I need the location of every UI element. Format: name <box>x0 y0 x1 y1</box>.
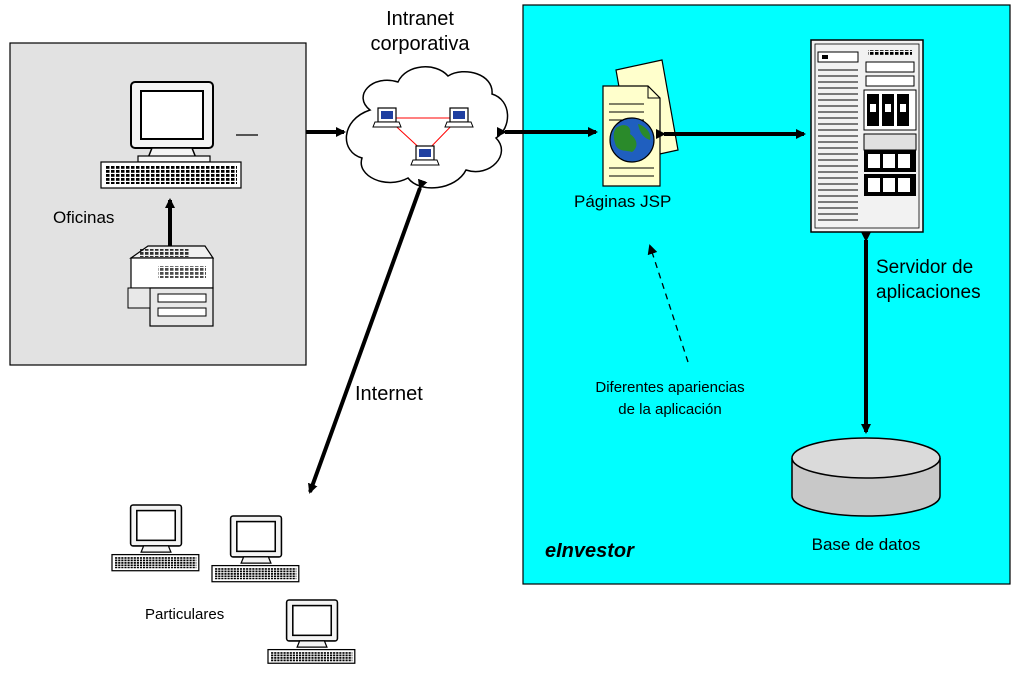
server-icon <box>810 39 924 233</box>
paginas-jsp-label: Páginas JSP <box>574 192 672 211</box>
office-computer-icon <box>100 81 258 189</box>
intranet-label-line2: corporativa <box>370 33 470 55</box>
printer-icon <box>127 245 215 327</box>
apariencias-label-line1: Diferentes apariencias <box>595 379 745 396</box>
internet-label: Internet <box>355 383 423 405</box>
computer-icon <box>211 515 300 583</box>
base-datos-label: Base de datos <box>811 535 921 554</box>
laptop-icon <box>410 145 440 166</box>
cloud-icon <box>345 66 509 189</box>
computer-icon <box>267 599 356 664</box>
servidor-label-line2: aplicaciones <box>876 282 981 303</box>
einvestor-label: eInvestor <box>545 540 634 562</box>
apariencias-label: Diferentes apariencias de la aplicación <box>560 377 780 421</box>
intranet-label: Intranet corporativa <box>340 7 500 57</box>
oficinas-label: Oficinas <box>53 208 115 227</box>
apariencias-label-line2: de la aplicación <box>618 401 722 418</box>
servidor-label: Servidor de aplicaciones <box>876 255 981 305</box>
internet-arrow <box>308 178 428 494</box>
database-icon <box>791 437 941 517</box>
appearances-arrow <box>647 244 689 363</box>
laptop-icon <box>444 107 474 128</box>
laptop-icon <box>372 107 402 128</box>
particulares-label: Particulares <box>145 606 225 623</box>
servidor-label-line1: Servidor de <box>876 257 974 278</box>
computer-icon <box>111 504 200 572</box>
intranet-label-line1: Intranet <box>386 8 454 30</box>
